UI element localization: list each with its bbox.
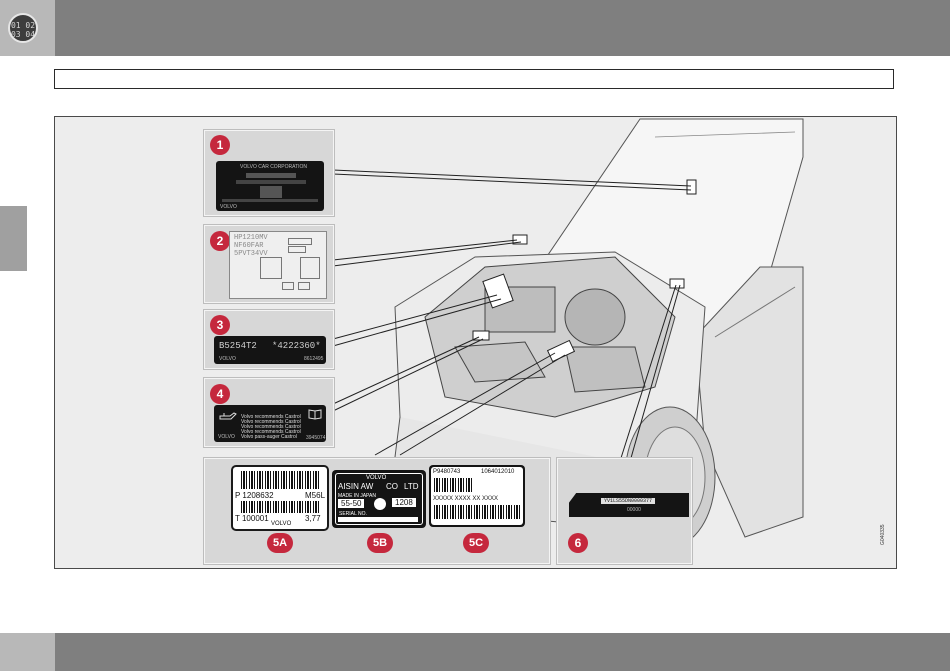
label-panel-5: P 1208632 M56L T 100001 3,77 VOLVO 5A VO…	[204, 458, 550, 564]
chapter-badge-line1: 01 02	[10, 21, 36, 30]
vehicle-plate-field	[236, 180, 306, 184]
tire-decal-line2: NF60FAR	[234, 242, 264, 250]
oil-decal-brand: VOLVO	[218, 434, 235, 440]
label-5b-code: 1208	[392, 498, 416, 507]
chapter-badge-line2: 03 04	[10, 30, 36, 39]
label-5c-codes: XXXXX XXXX XX XXXX	[433, 496, 499, 502]
label-5c-inner: P9480743 1064012010 XXXXX XXXX XX XXXX	[431, 467, 523, 525]
oil-decal-part: 3945074	[306, 435, 326, 441]
tire-pressure-decal: HP1210MV NF60FAR 5PVT34VV	[229, 231, 327, 299]
callout-5a: 5A	[267, 533, 293, 553]
chapter-badge: 01 02 03 04	[8, 13, 38, 43]
label-5b-brand: VOLVO	[366, 475, 387, 481]
label-5a-serial: T 100001	[235, 514, 269, 523]
tire-decal-box	[288, 246, 306, 253]
tire-decal-box	[288, 238, 312, 245]
transmission-label-5c: P9480743 1064012010 XXXXX XXXX XX XXXX	[429, 465, 525, 527]
vin-number: YV1LS55DN0000377	[601, 498, 656, 504]
oil-line: Volvo recommends Castrol	[241, 424, 301, 430]
vehicle-plate-field	[222, 199, 318, 202]
manual-book-icon	[308, 409, 322, 420]
label-5b-circle	[374, 498, 386, 510]
callout-1: 1	[210, 135, 230, 155]
label-panel-1: 1 VOLVO CAR CORPORATION VOLVO	[204, 130, 334, 216]
barcode-5a-top	[241, 471, 319, 489]
footer-tab	[0, 633, 55, 671]
tire-decal-box	[282, 282, 294, 290]
chapter-side-tab	[0, 206, 27, 271]
label-5b-serial-no: SERIAL NO.	[339, 511, 367, 517]
vin-decal-small: 00000	[627, 507, 641, 513]
engine-code: B5254T2	[219, 341, 257, 351]
oil-line: Volvo pass-auger Castrol	[241, 434, 297, 440]
label-5b-serial-box	[338, 517, 418, 522]
engine-decal-brand: VOLVO	[219, 356, 236, 362]
callout-5b: 5B	[367, 533, 393, 553]
tire-decal-line3: 5PVT34VV	[234, 250, 268, 258]
label-5c-part: P9480743	[433, 469, 461, 475]
engine-decal-part: 8612495	[304, 356, 324, 362]
transmission-label-5b: VOLVO AISIN AW CO LTD MADE IN JAPAN 55-5…	[332, 470, 426, 528]
label-5b-model: 55-50	[338, 499, 365, 508]
engine-number-decal: B5254T2 *4222360* VOLVO 8612495	[214, 336, 326, 364]
label-5c-number: 1064012010	[481, 469, 515, 475]
vin-decal: YV1LS55DN0000377 00000	[569, 493, 689, 517]
label-5a-part: P 1208632	[235, 491, 274, 500]
tire-decal-box	[260, 257, 282, 279]
tire-decal-box	[300, 257, 320, 279]
label-5b-ltd: LTD	[404, 482, 419, 491]
oil-line: Volvo recommends Castrol	[241, 414, 301, 420]
callout-3: 3	[210, 315, 230, 335]
footer-bar	[0, 633, 950, 671]
label-5a-ratio: 3,77	[305, 514, 321, 523]
barcode-5a-bottom	[241, 501, 319, 513]
figure-code: G040335	[880, 524, 886, 545]
figure-illustration: 1 VOLVO CAR CORPORATION VOLVO 2 HP1210MV…	[54, 116, 897, 569]
label-panel-3: 3 B5254T2 *4222360* VOLVO 8612495	[204, 310, 334, 369]
callout-2: 2	[210, 231, 230, 251]
label-panel-6: YV1LS55DN0000377 00000 6	[557, 458, 692, 564]
section-title-box	[54, 69, 894, 89]
label-panel-2: 2 HP1210MV NF60FAR 5PVT34VV	[204, 225, 334, 303]
label-5b-inner: VOLVO AISIN AW CO LTD MADE IN JAPAN 55-5…	[335, 473, 423, 525]
vehicle-plate-field	[246, 173, 296, 178]
label-5a-code: M56L	[305, 491, 326, 500]
transmission-label-5a: P 1208632 M56L T 100001 3,77 VOLVO	[231, 465, 329, 531]
barcode-5c-bottom	[434, 505, 520, 519]
header-bar	[0, 0, 950, 56]
oil-line: Volvo recommends Castrol	[241, 429, 301, 435]
callout-6: 6	[568, 533, 588, 553]
callout-4: 4	[210, 384, 230, 404]
label-5b-maker: AISIN AW	[338, 482, 374, 491]
label-5a-brand: VOLVO	[271, 521, 292, 527]
label-5b-made: MADE IN JAPAN	[338, 493, 376, 499]
vehicle-plate-company: VOLVO CAR CORPORATION	[240, 164, 308, 170]
tire-decal-line1: HP1210MV	[234, 234, 268, 242]
label-panel-4: 4 Volvo recommends Castrol Volvo recomme…	[204, 378, 334, 447]
tire-decal-box	[298, 282, 310, 290]
engine-serial: *4222360*	[272, 341, 321, 351]
oil-can-icon	[219, 412, 237, 420]
oil-decal: Volvo recommends Castrol Volvo recommend…	[214, 405, 326, 442]
barcode-5c-top	[434, 478, 474, 492]
vehicle-plate-brand: VOLVO	[220, 204, 237, 210]
vehicle-plate-field	[260, 186, 282, 198]
label-5b-co: CO	[386, 482, 398, 491]
callout-5c: 5C	[463, 533, 489, 553]
oil-line: Volvo recommends Castrol	[241, 419, 301, 425]
vehicle-plate-decal: VOLVO CAR CORPORATION VOLVO	[216, 161, 324, 211]
